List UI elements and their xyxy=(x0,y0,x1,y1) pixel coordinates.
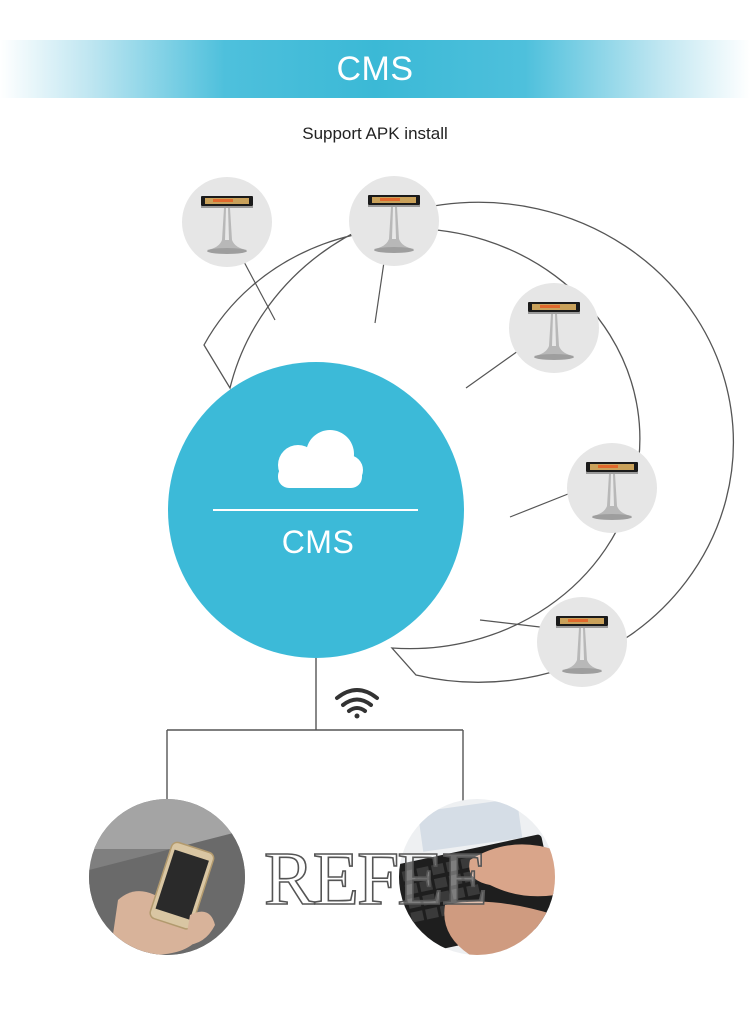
touch-table-4 xyxy=(567,443,657,533)
phone-icon xyxy=(149,841,215,930)
client-connector xyxy=(166,658,464,802)
device-ring xyxy=(203,201,735,683)
wifi-icon xyxy=(335,688,379,719)
device-connectors xyxy=(242,259,569,628)
touch-table-5 xyxy=(537,597,627,687)
hub-label: CMS xyxy=(281,524,355,560)
keyboard-client xyxy=(399,799,555,955)
watermark: REFEE xyxy=(263,836,489,922)
header-banner xyxy=(0,40,750,98)
cloud-icon xyxy=(278,430,363,488)
touch-table-2 xyxy=(349,176,439,266)
page-title: CMS xyxy=(336,50,414,88)
subtitle: Support APK install xyxy=(302,124,448,143)
smartphone-client xyxy=(89,799,245,955)
touch-table-1 xyxy=(182,177,272,267)
touch-table-3 xyxy=(509,283,599,373)
